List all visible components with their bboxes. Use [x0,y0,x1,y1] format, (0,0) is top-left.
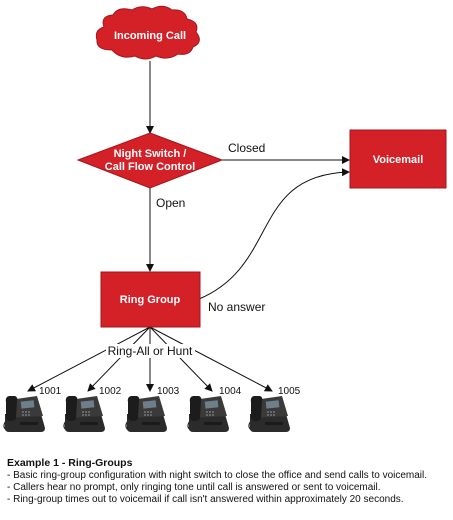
caption-line: - Callers hear no prompt, only ringing t… [7,482,381,493]
caption-line: - Basic ring-group configuration with ni… [7,470,428,481]
phone-1001: 1001 [3,386,62,433]
extension-label: 1004 [219,386,242,397]
edge-label-no-answer: No answer [208,300,265,314]
phone-1002: 1002 [63,386,122,433]
edge-to-phone-1002 [87,326,151,392]
edge-to-phone-1005 [149,326,273,392]
edge-to-phone-1004 [149,326,213,392]
edge-label-open: Open [156,196,185,210]
night-switch-label-line2: Call Flow Control [105,161,195,173]
voicemail-node: Voicemail [349,129,447,189]
caption-line: - Ring-group times out to voicemail if c… [7,494,404,505]
voicemail-box [349,129,447,189]
night-switch-label-line1: Night Switch / [114,148,187,160]
incoming-call-label: Incoming Call [114,30,186,42]
ring-group-node: Ring Group [100,271,201,328]
ring-group-box [100,271,201,328]
cloud-shape [95,5,200,60]
caption-title: Example 1 - Ring-Groups [7,457,133,469]
extension-label: 1005 [278,386,301,397]
phone-1005: 1005 [248,386,301,433]
desk-phone-icon [63,395,106,433]
call-flow-diagram: Incoming Call Night Switch / Call Flow C… [3,5,447,433]
desk-phone-icon [248,395,291,433]
incoming-call-node: Incoming Call [95,5,200,60]
phone-1004: 1004 [187,386,242,433]
desk-phone-icon [3,395,46,433]
extension-label: 1001 [39,386,62,397]
desk-phone-icon [187,395,230,433]
edge-to-phone-1001 [27,326,151,392]
extension-label: 1003 [157,386,180,397]
phone-1003: 1003 [125,386,180,433]
caption: Example 1 - Ring-Groups - Basic ring-gro… [7,457,447,506]
edge-label-ring-mode: Ring-All or Hunt [108,344,193,358]
ring-mode-label-bg [106,344,195,358]
ring-group-label: Ring Group [120,294,181,306]
desk-phone-icon [125,395,168,433]
connector-lines [27,61,350,392]
extension-label: 1002 [99,386,122,397]
edge-label-closed: Closed [228,141,265,155]
edge-ringgroup-to-voicemail [198,168,350,300]
night-switch-node: Night Switch / Call Flow Control [76,132,224,189]
diamond-shape [76,132,224,189]
voicemail-label: Voicemail [373,154,424,166]
